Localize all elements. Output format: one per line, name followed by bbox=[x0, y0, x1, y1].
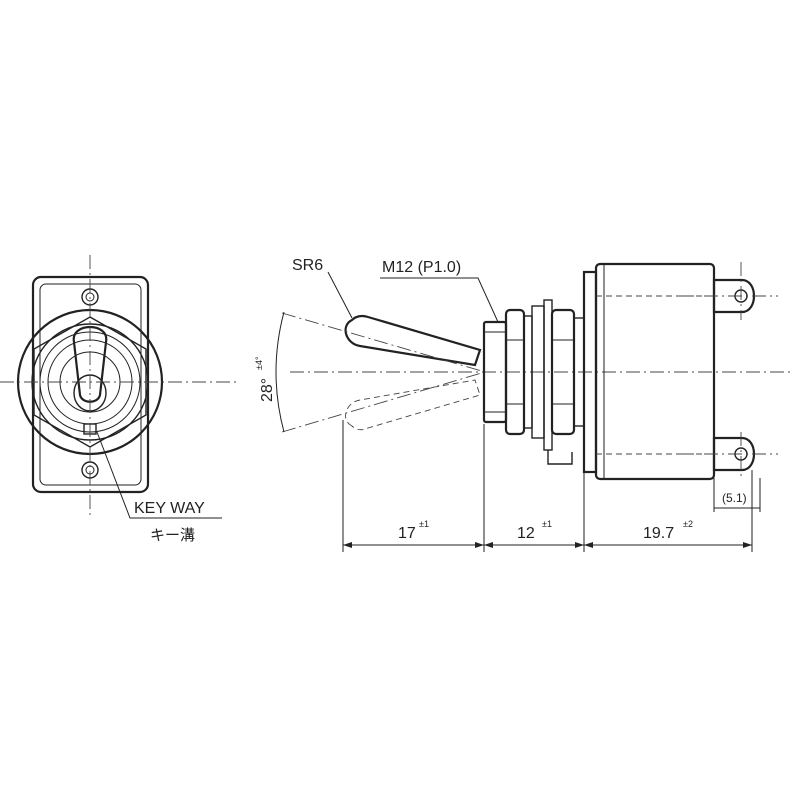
side-view: 28° ±4° SR6 M12 (P1.0) bbox=[254, 257, 790, 552]
keyway-leader bbox=[96, 431, 222, 519]
angle-label: 28° bbox=[259, 378, 276, 402]
dim-terminal-label: (5.1) bbox=[722, 491, 747, 505]
anti-rotation-tab bbox=[547, 450, 573, 465]
mounting-plate bbox=[543, 299, 553, 451]
lever-angle-line-down bbox=[281, 371, 486, 433]
thread-leader bbox=[380, 277, 499, 323]
side-lever-up bbox=[344, 314, 482, 367]
side-lever-down bbox=[345, 379, 481, 431]
dim-bushing-tol: ±1 bbox=[542, 519, 552, 529]
switch-body bbox=[594, 262, 716, 481]
front-view: KEY WAY キー溝 bbox=[0, 255, 240, 544]
lever-angle-line-up bbox=[281, 312, 486, 373]
front-lever bbox=[72, 326, 108, 403]
dim-body-tol: ±2 bbox=[683, 519, 693, 529]
dim-bushing-value: 12 bbox=[517, 525, 535, 542]
dim-lever-tol: ±1 bbox=[419, 519, 429, 529]
angle-arc bbox=[275, 311, 285, 433]
keyway-label-en: KEY WAY bbox=[134, 500, 205, 517]
sr6-label: SR6 bbox=[292, 257, 323, 274]
keyway-label-jp: キー溝 bbox=[150, 527, 195, 544]
dim-lever-value: 17 bbox=[398, 525, 416, 542]
angle-tolerance: ±4° bbox=[254, 356, 264, 370]
sr6-leader bbox=[327, 271, 353, 319]
dim-body-value: 19.7 bbox=[643, 525, 674, 542]
thread-label: M12 (P1.0) bbox=[382, 259, 461, 276]
